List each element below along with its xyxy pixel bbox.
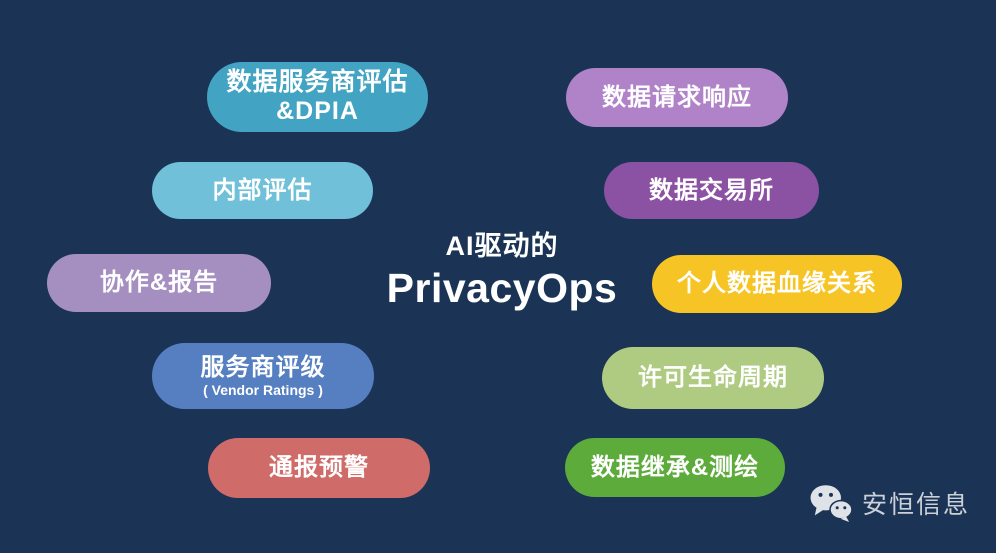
bubble-data-exchange: 数据交易所 [604,162,819,219]
bubble-label: 数据交易所 [649,176,774,204]
bubble-data-request-response: 数据请求响应 [566,68,788,127]
bubble-label: 个人数据血缘关系 [677,270,877,298]
bubble-label: 数据继承&测绘 [590,453,760,481]
bubble-collaboration-reporting: 协作&报告 [47,254,271,312]
bubble-label: 服务商评级 [200,353,326,381]
bubble-label: 协作&报告 [99,269,219,297]
bubble-vendor-assessment-dpia: 数据服务商评估 &DPIA [207,62,428,132]
bubble-label: 许可生命周期 [638,364,788,392]
bubble-internal-assessment: 内部评估 [152,162,373,219]
bubble-label: 数据请求响应 [602,83,752,111]
bubble-label: 通报预警 [269,454,369,482]
bubble-personal-data-lineage: 个人数据血缘关系 [652,255,902,313]
bubble-label: 内部评估 [212,176,313,204]
bubble-label: &DPIA [276,97,359,125]
bubble-vendor-ratings: 服务商评级 ( Vendor Ratings ) [152,343,374,409]
wechat-icon [810,485,853,523]
bubble-notification-alert: 通报预警 [208,438,430,498]
center-title: AI驱动的 PrivacyOps [368,224,636,312]
title-line-chinese: AI驱动的 [445,231,559,261]
bubble-consent-lifecycle: 许可生命周期 [602,347,824,409]
bubble-data-inheritance-mapping: 数据继承&测绘 [565,438,785,497]
bubble-label: 数据服务商评估 [226,68,409,97]
brand-watermark: 安恒信息 [808,483,970,523]
title-line-english: PrivacyOps [386,265,618,311]
bubble-sublabel: ( Vendor Ratings ) [203,382,323,399]
brand-name: 安恒信息 [861,491,970,519]
